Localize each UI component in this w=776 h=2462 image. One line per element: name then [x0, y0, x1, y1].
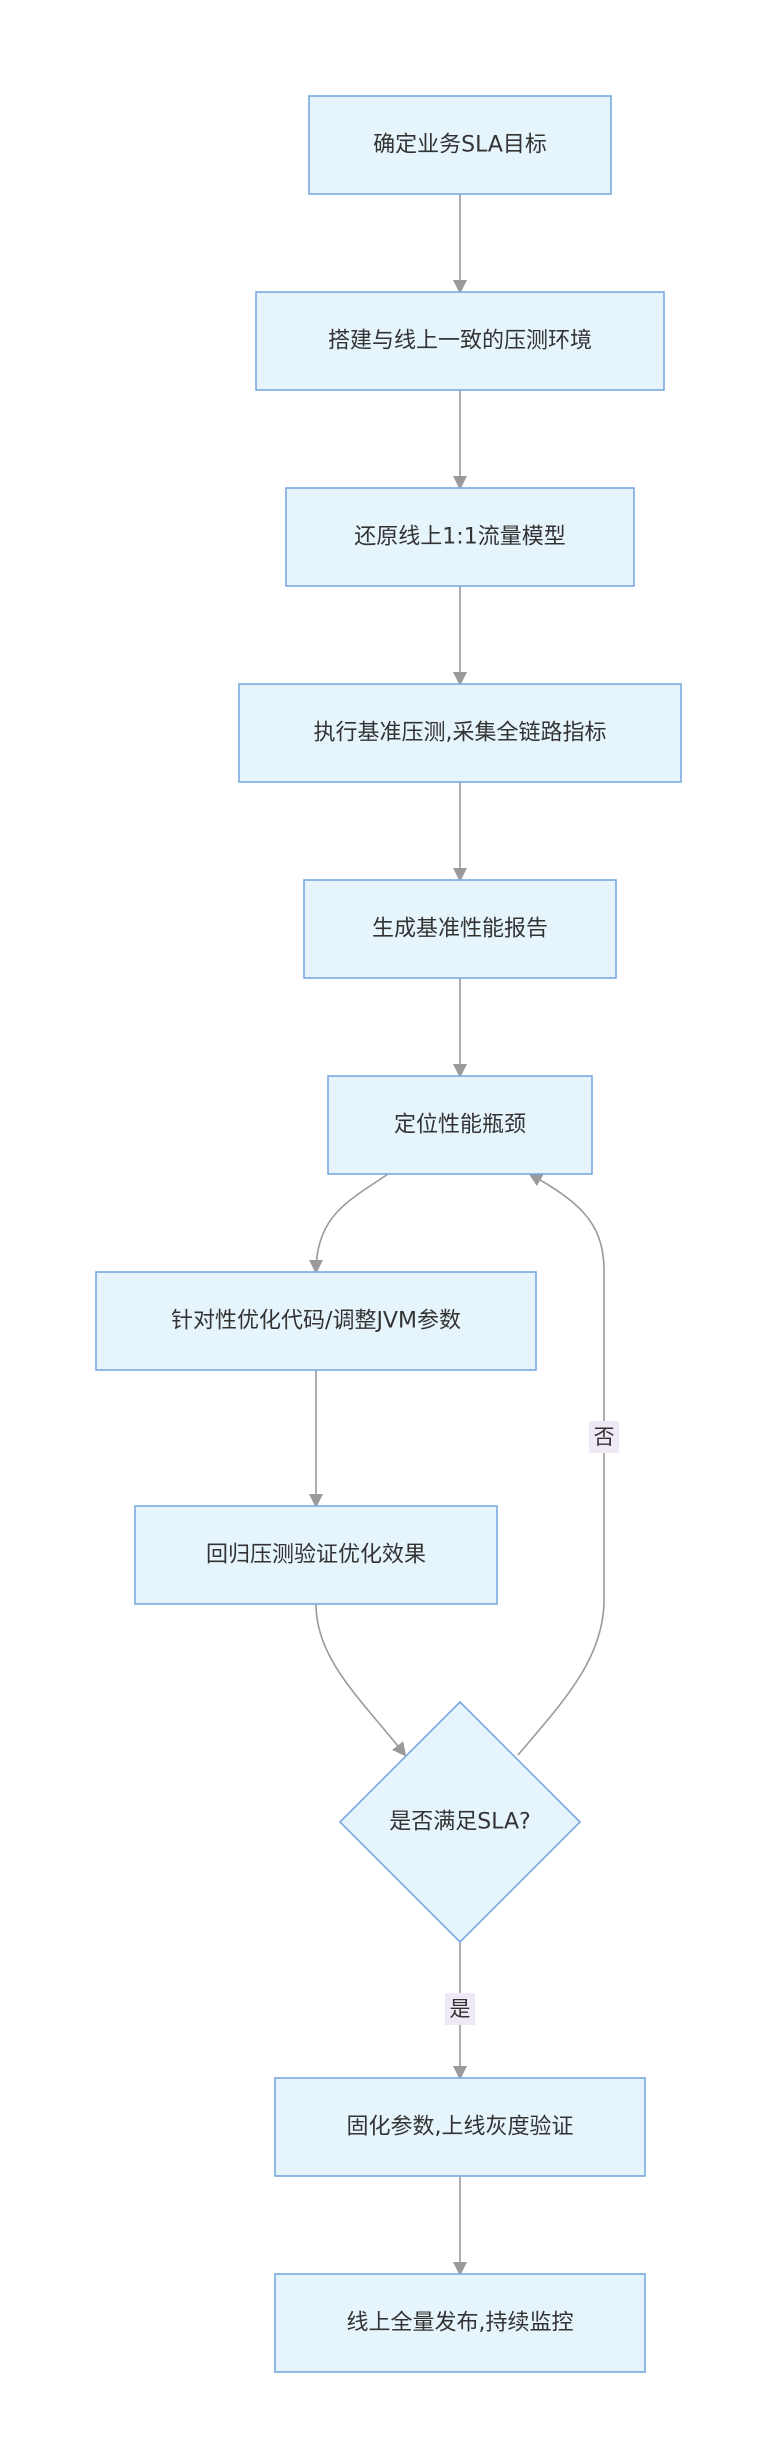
node-gray-release[interactable]: 固化参数,上线灰度验证 — [274, 2077, 646, 2177]
node-build-env-label: 搭建与线上一致的压测环境 — [328, 329, 592, 354]
edges — [309, 194, 605, 2276]
edge-label-no: 否 — [589, 1421, 619, 1453]
edge-label-no-text: 否 — [594, 1425, 615, 1449]
node-baseline-test-label: 执行基准压测,采集全链路指标 — [314, 721, 607, 746]
edge-n9-n6-no — [517, 1172, 605, 1756]
node-regression-test[interactable]: 回归压测验证优化效果 — [134, 1505, 498, 1605]
node-full-release-label: 线上全量发布,持续监控 — [347, 2311, 574, 2336]
node-traffic-model-label: 还原线上1:1流量模型 — [354, 525, 565, 550]
edge-label-yes: 是 — [445, 1993, 475, 2025]
node-define-sla[interactable]: 确定业务SLA目标 — [308, 95, 612, 195]
node-baseline-report[interactable]: 生成基准性能报告 — [303, 879, 617, 979]
edge-n8-n9 — [315, 1603, 407, 1757]
node-optimize[interactable]: 针对性优化代码/调整JVM参数 — [95, 1271, 537, 1371]
node-traffic-model[interactable]: 还原线上1:1流量模型 — [285, 487, 635, 587]
node-full-release[interactable]: 线上全量发布,持续监控 — [274, 2273, 646, 2373]
node-locate-bottleneck-label: 定位性能瓶颈 — [394, 1113, 526, 1138]
node-baseline-report-label: 生成基准性能报告 — [372, 917, 548, 942]
node-define-sla-label: 确定业务SLA目标 — [373, 133, 547, 158]
edge-label-yes-text: 是 — [450, 1997, 471, 2021]
node-gray-release-label: 固化参数,上线灰度验证 — [347, 2115, 574, 2140]
node-baseline-test[interactable]: 执行基准压测,采集全链路指标 — [238, 683, 682, 783]
node-regression-test-label: 回归压测验证优化效果 — [206, 1543, 426, 1568]
node-optimize-label: 针对性优化代码/调整JVM参数 — [171, 1309, 461, 1334]
node-sla-decision[interactable]: 是否满足SLA? — [338, 1700, 582, 1944]
edge-n6-n7 — [309, 1173, 389, 1274]
node-build-env[interactable]: 搭建与线上一致的压测环境 — [255, 291, 665, 391]
node-sla-decision-label: 是否满足SLA? — [389, 1810, 530, 1835]
node-locate-bottleneck[interactable]: 定位性能瓶颈 — [327, 1075, 593, 1175]
